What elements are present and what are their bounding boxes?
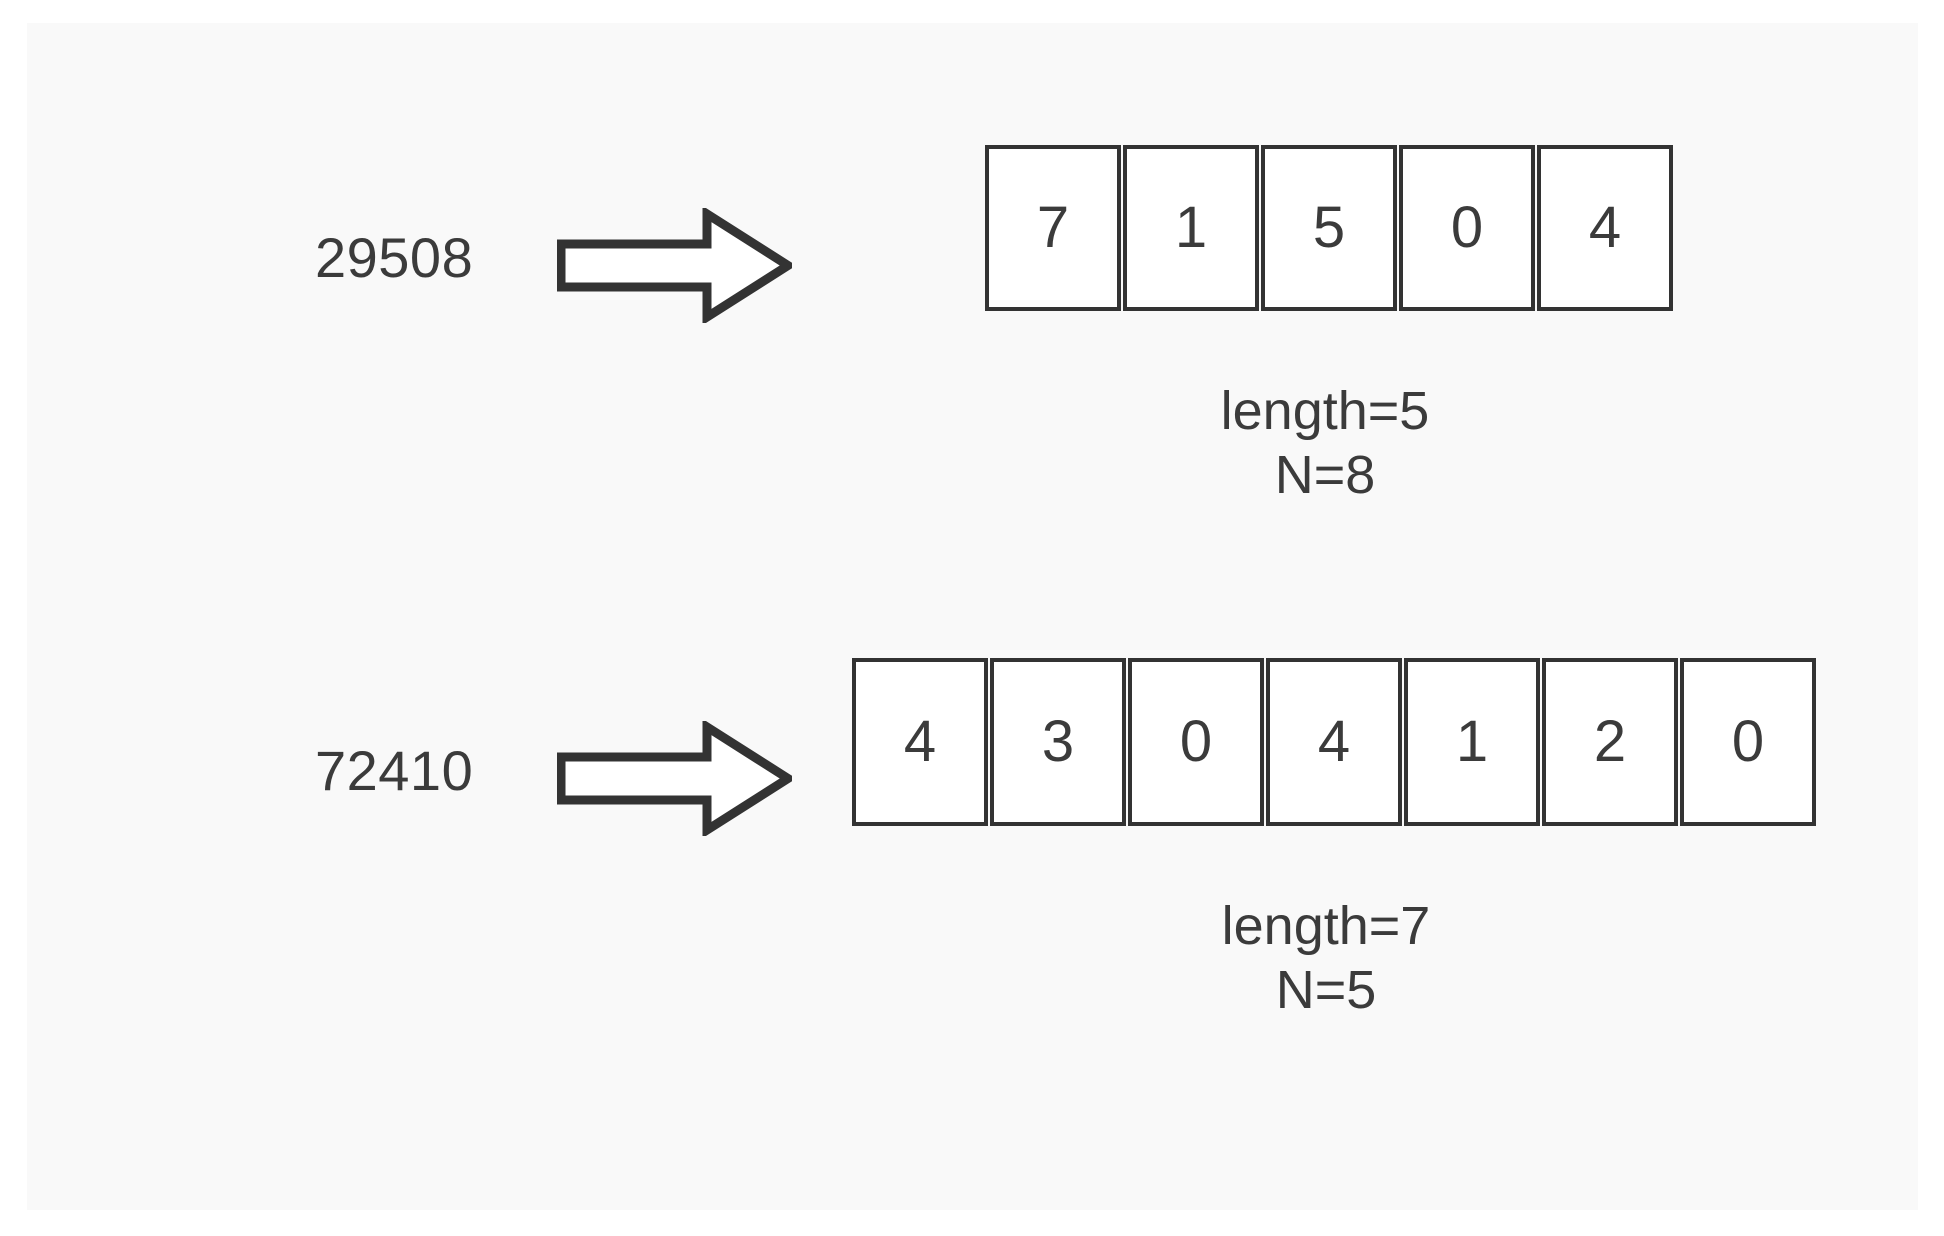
- array-cell: 4: [1266, 658, 1402, 826]
- diagram-canvas: 29508 7 1 5 0 4 length=5 N=8 72410 4: [27, 23, 1918, 1210]
- source-number-label: 29508: [315, 226, 474, 289]
- length-caption: length=7: [1221, 896, 1431, 956]
- array-cell: 4: [1537, 145, 1673, 311]
- array-strip: 7 1 5 0 4: [985, 145, 1673, 311]
- array-cell: 0: [1680, 658, 1816, 826]
- array-strip: 4 3 0 4 1 2 0: [852, 658, 1816, 826]
- right-arrow-icon: [557, 721, 792, 836]
- array-captions: length=7 N=5: [852, 895, 1800, 1022]
- n-caption: N=5: [1275, 959, 1377, 1020]
- array-cell: 7: [985, 145, 1121, 311]
- array-cell: 1: [1404, 658, 1540, 826]
- array-cell: 3: [990, 658, 1126, 826]
- array-cell: 5: [1261, 145, 1397, 311]
- length-caption: length=5: [1220, 381, 1430, 441]
- n-caption: N=8: [1274, 444, 1376, 505]
- array-cell: 2: [1542, 658, 1678, 826]
- array-cell: 1: [1123, 145, 1259, 311]
- source-number-label: 72410: [315, 739, 474, 802]
- array-cell: 0: [1399, 145, 1535, 311]
- array-captions: length=5 N=8: [985, 380, 1665, 507]
- array-cell: 4: [852, 658, 988, 826]
- right-arrow-icon: [557, 208, 792, 323]
- array-cell: 0: [1128, 658, 1264, 826]
